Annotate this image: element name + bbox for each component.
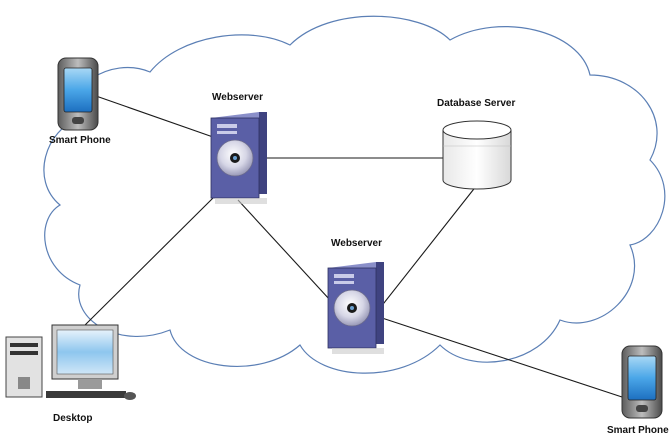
desktop-label: Desktop: [53, 413, 93, 424]
smartphone-label: Smart Phone: [49, 135, 111, 146]
server-icon: [210, 112, 267, 204]
smartphone-label: Smart Phone: [607, 425, 669, 436]
smartphone-icon: [57, 57, 99, 131]
connection-lines: [79, 95, 623, 398]
link-phone-top-to-webserver-top: [95, 95, 214, 138]
link-webserver-top-to-webserver-bottom: [237, 199, 331, 301]
webserver-label: Webserver: [212, 92, 263, 103]
smartphone-icon: [621, 345, 663, 419]
desktop-computer-icon: [5, 324, 136, 400]
server-icon: [327, 262, 384, 354]
network-cloud: [43, 15, 666, 374]
link-webserver-bottom-to-phone-bottom: [381, 317, 623, 398]
database-server-label: Database Server: [437, 98, 516, 109]
link-webserver-top-to-desktop: [79, 197, 214, 331]
link-webserver-bottom-to-database: [379, 184, 478, 309]
database-icon: [442, 120, 512, 190]
webserver-label: Webserver: [331, 238, 382, 249]
